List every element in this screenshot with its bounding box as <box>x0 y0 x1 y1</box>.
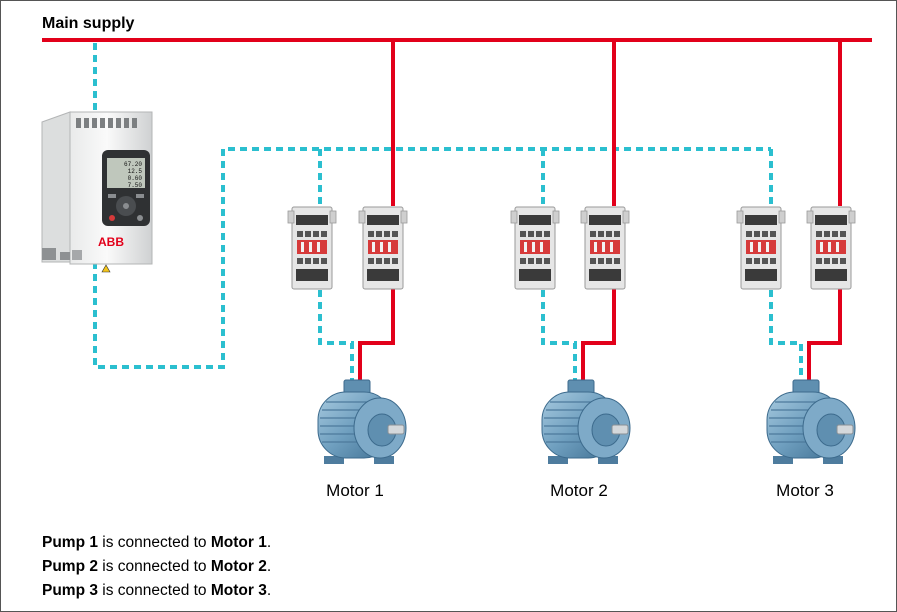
contactor-group-3 <box>736 206 856 290</box>
contactor-group-1 <box>287 206 408 290</box>
abb-logo: ABB <box>98 235 124 249</box>
contactor <box>806 206 856 290</box>
drive-display <box>107 158 145 188</box>
warning-icon <box>101 264 111 273</box>
contactor <box>510 206 560 290</box>
motor-3-icon <box>766 379 856 465</box>
motor-3-label: Motor 3 <box>776 481 834 500</box>
drive: 67.20 12.5 0.60 7.50 ABB <box>41 111 153 273</box>
control-wiring <box>93 43 842 386</box>
display-line-1: 67.20 <box>124 161 142 168</box>
motor-2-label: Motor 2 <box>550 481 608 500</box>
contactor <box>580 206 630 290</box>
motor-2-icon <box>541 379 631 465</box>
contactor-group-2 <box>510 206 630 290</box>
motor-1-label: Motor 1 <box>326 481 384 500</box>
display-line-4: 7.50 <box>128 182 143 189</box>
contactor <box>358 206 408 290</box>
contactor <box>287 206 337 290</box>
display-line-3: 0.60 <box>128 175 143 182</box>
supply-wiring <box>42 38 872 386</box>
note-pump-3: Pump 3 is connected to Motor 3. <box>42 582 272 599</box>
stop-key <box>109 215 115 221</box>
display-line-2: 12.5 <box>128 168 143 175</box>
note-pump-1: Pump 1 is connected to Motor 1. <box>42 534 272 551</box>
main-supply-label: Main supply <box>42 15 135 32</box>
motor-1-icon <box>317 379 407 465</box>
vent-grille <box>76 118 137 128</box>
note-pump-2: Pump 2 is connected to Motor 2. <box>42 558 272 575</box>
contactor <box>736 206 786 290</box>
